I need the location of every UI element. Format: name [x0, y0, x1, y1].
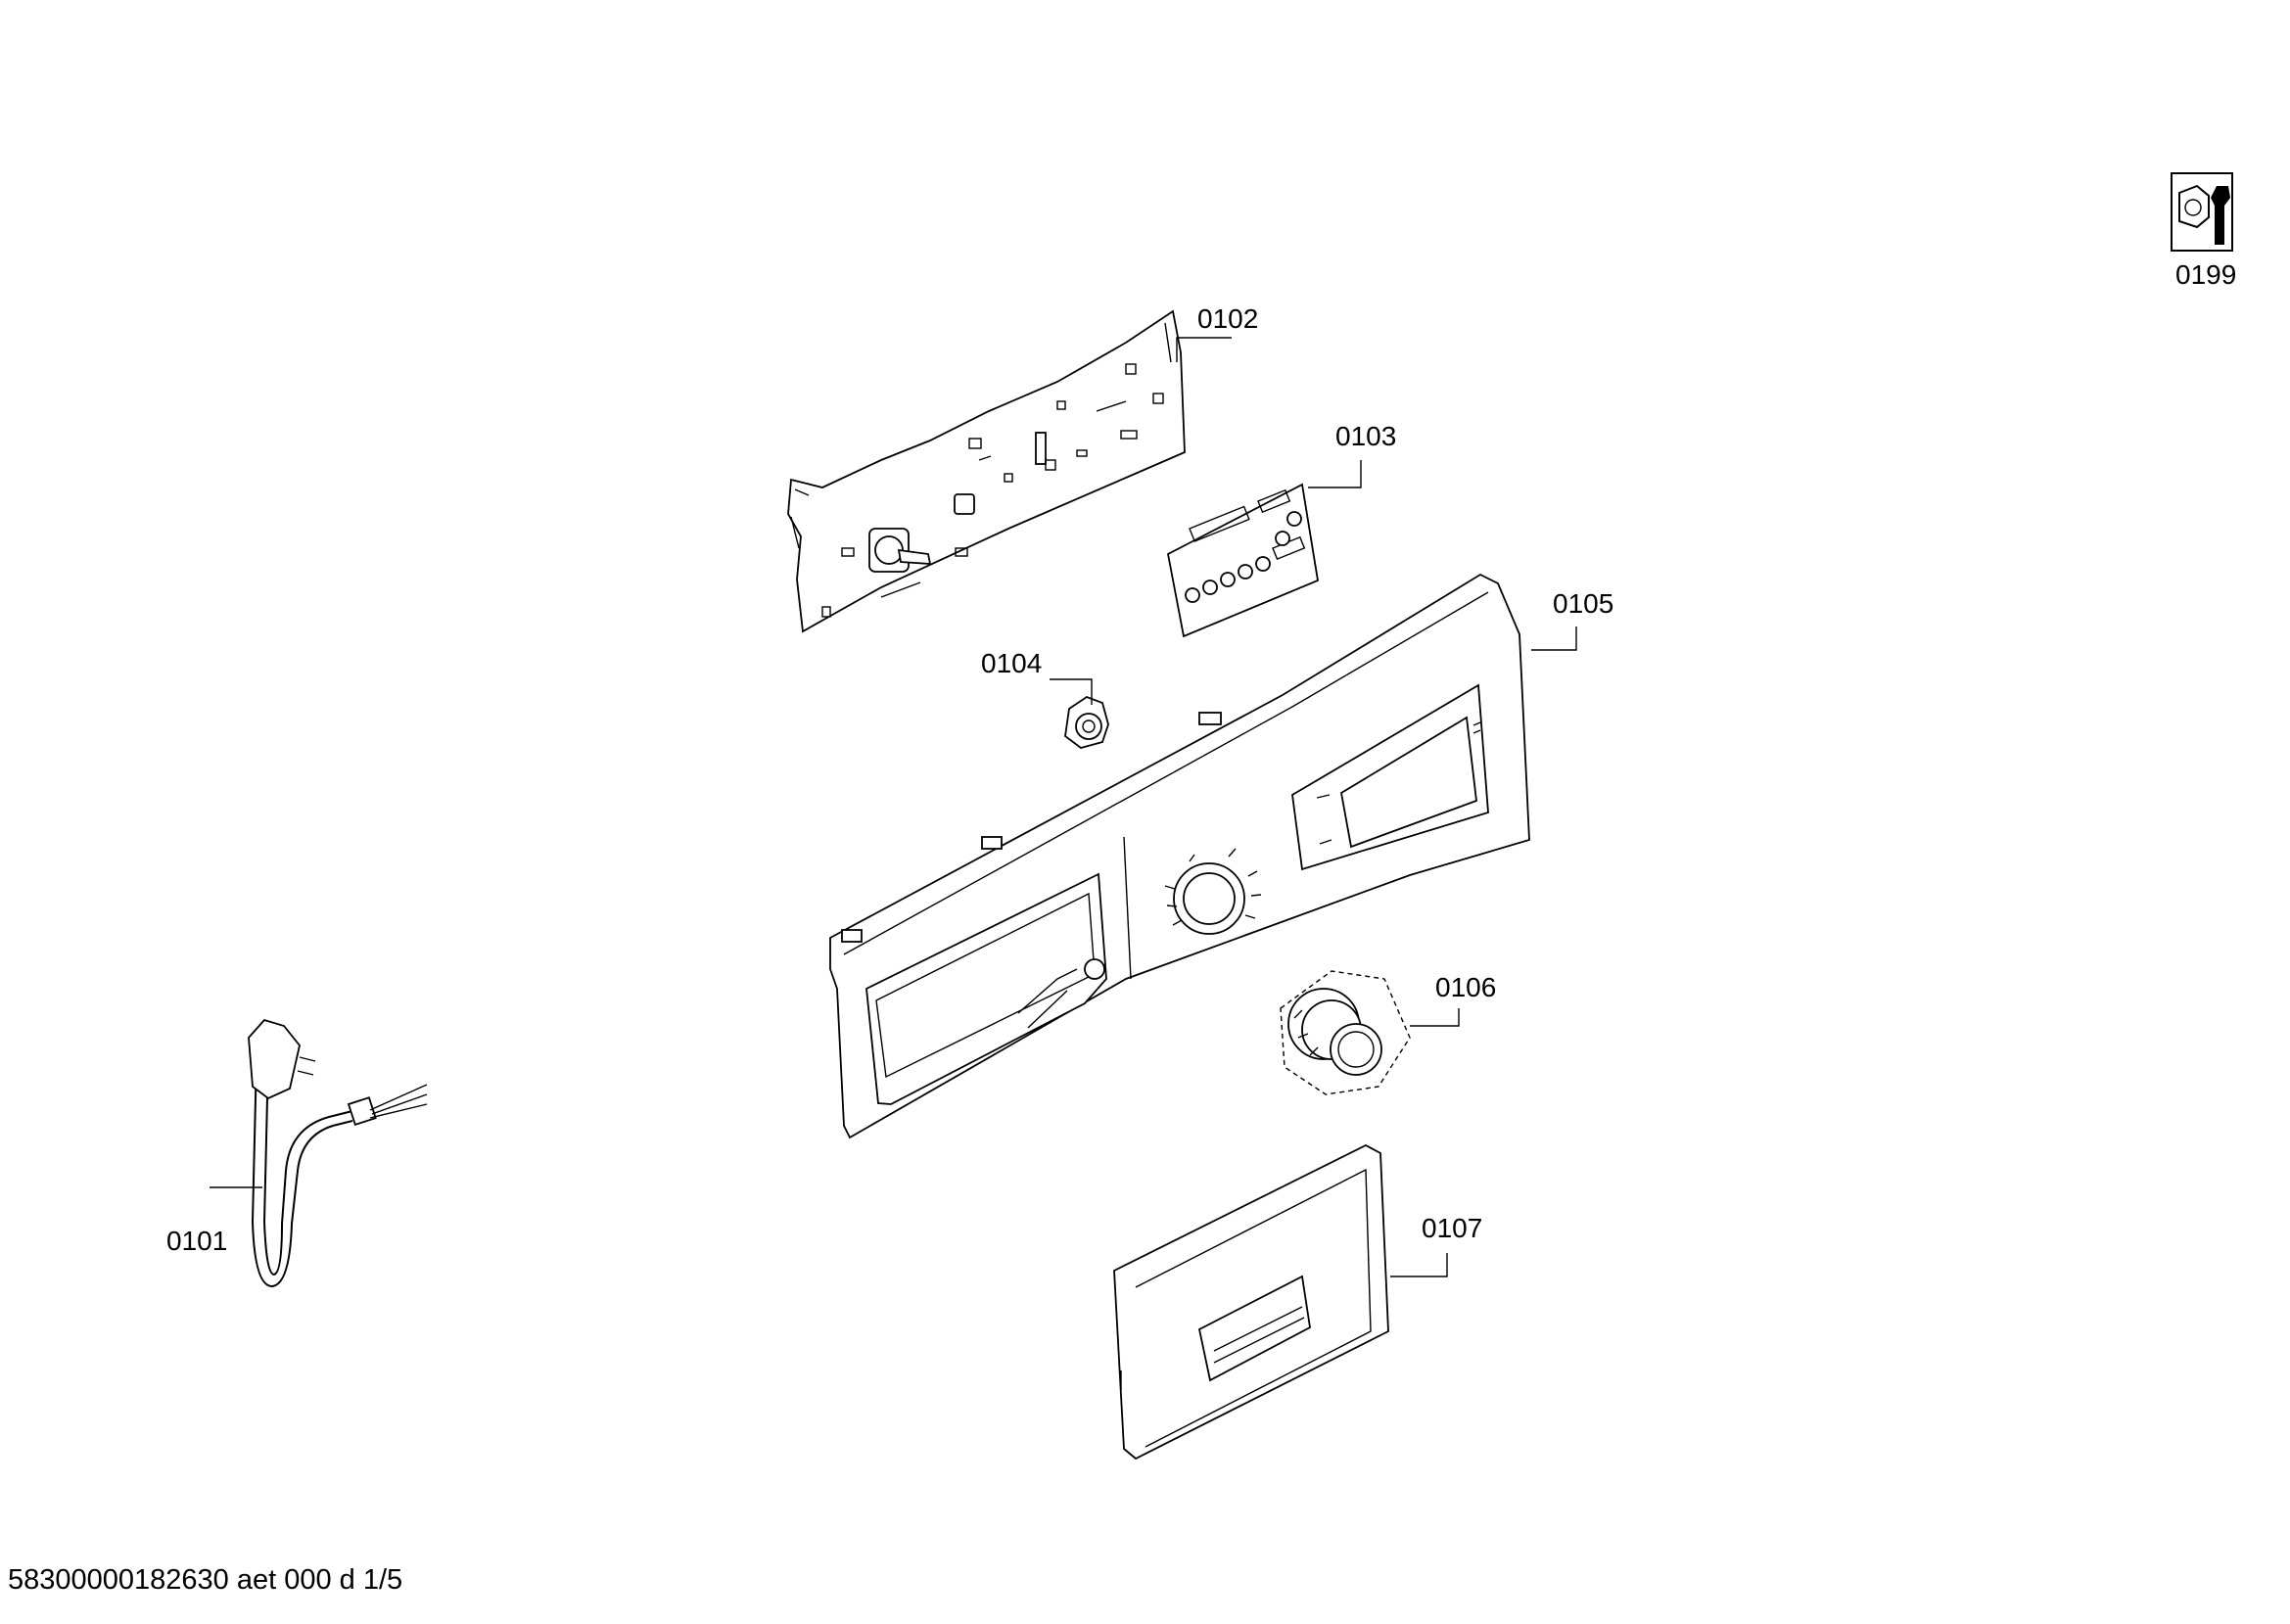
programme-selector-knob: [1280, 970, 1411, 1095]
part-number-0107: 0107: [1422, 1213, 1483, 1243]
part-number-0199: 0199: [2175, 259, 2237, 290]
control-module-board: [787, 309, 1186, 633]
power-cord: [248, 1018, 428, 1288]
part-number-0104: 0104: [981, 648, 1043, 678]
part-number-0101: 0101: [166, 1226, 228, 1256]
part-number-0105: 0105: [1553, 588, 1614, 619]
service-kit-icon: [2171, 172, 2233, 252]
part-number-0102: 0102: [1197, 303, 1259, 334]
button-panel-insert: [1166, 483, 1320, 638]
leader-lines: [210, 337, 1577, 1277]
detergent-drawer-handle: [1113, 1143, 1389, 1461]
knob-holder: [1064, 695, 1109, 749]
part-number-0106: 0106: [1435, 972, 1497, 1002]
part-number-0103: 0103: [1335, 421, 1397, 451]
document-footer: 58300000182630 aet 000 d 1/5: [8, 1564, 403, 1596]
control-panel-fascia: [829, 573, 1530, 1139]
